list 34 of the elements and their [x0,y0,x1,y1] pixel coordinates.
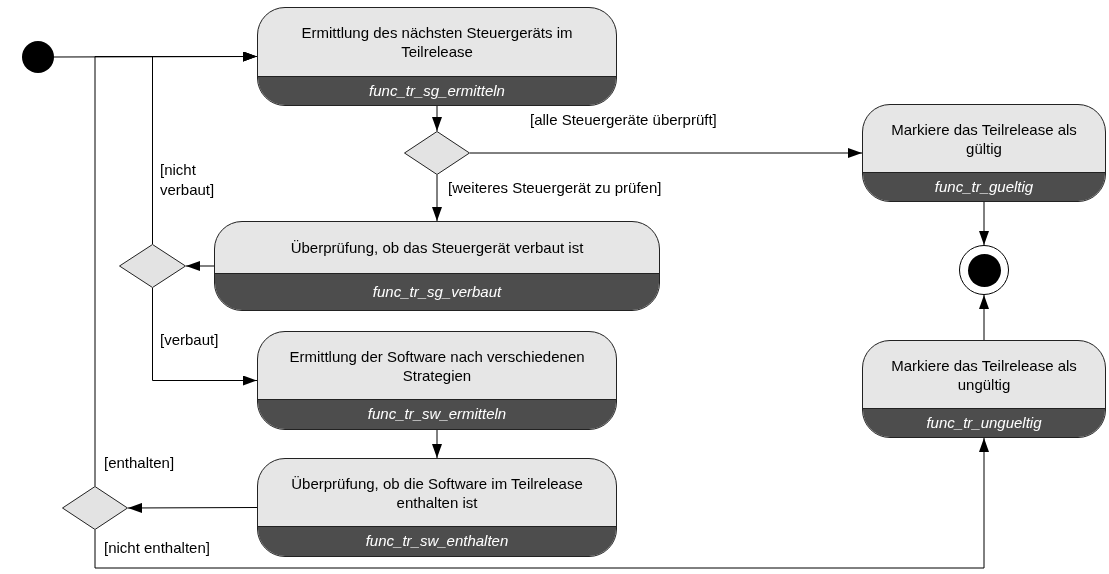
arrow [152,287,258,386]
decision-diamond [404,131,470,175]
action-node [257,458,617,557]
end-node [959,245,1009,295]
arrow [469,148,863,158]
function-name: func_tr_sg_ermitteln [258,76,616,105]
function-name: func_tr_sw_ermitteln [258,399,616,429]
arrow [432,429,442,459]
start-node [22,41,54,73]
action-node [214,221,660,311]
arrow [94,437,989,569]
arrow [979,201,989,246]
action-title: Ermittlung des nächsten Steuergeräts im Teilrelease [300,23,574,61]
decision-diamond [119,244,186,288]
action-node [257,7,617,106]
function-name: func_tr_sg_verbaut [215,273,659,310]
action-title: Ermittlung der Software nach verschiedenen Strategien [288,346,586,385]
arrow [94,51,258,487]
function-name: func_tr_sw_enthalten [258,526,616,556]
action-title: Markiere das Teilrelease als gültig [890,119,1078,158]
arrow [432,174,442,222]
arrow [979,294,989,341]
function-name: func_tr_gueltig [863,172,1105,201]
action-title: Überprüfung, ob die Software im Teilrelease enthalten ist [290,473,584,512]
action-node [257,331,617,430]
arrow [127,502,258,513]
arrow [432,105,442,132]
function-name: func_tr_ungueltig [863,408,1105,437]
action-title: Markiere das Teilrelease als ungültig [890,355,1078,394]
action-title: Überprüfung, ob das Steuergerät verbaut ist [290,238,584,257]
arrow [185,261,215,271]
action-node [862,340,1106,438]
decision-diamond [62,486,128,530]
action-node [862,104,1106,202]
